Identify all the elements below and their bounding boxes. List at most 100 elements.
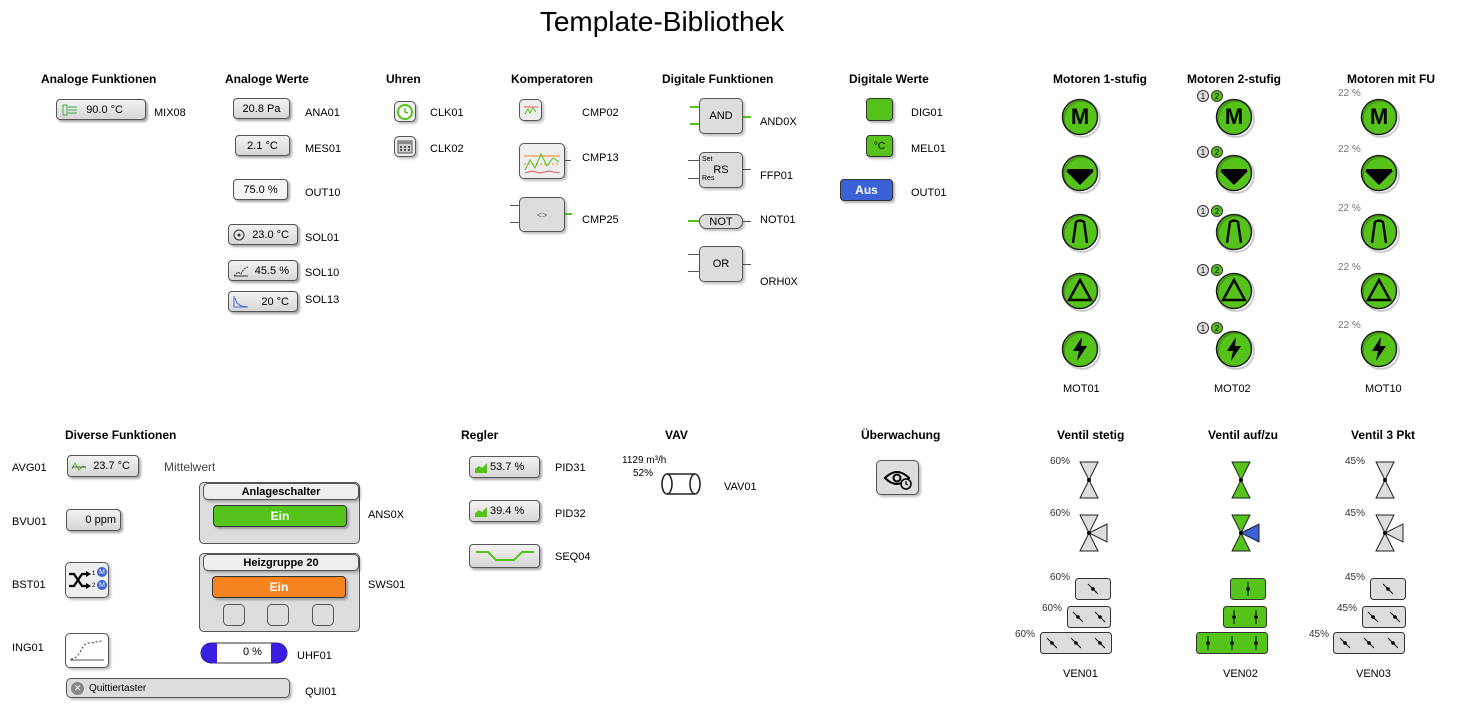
damper-aufzu-2[interactable] xyxy=(1223,606,1267,628)
or-gate-block[interactable]: OR xyxy=(699,246,743,282)
motor-3-5[interactable] xyxy=(1360,330,1400,370)
valve-3pkt-3way[interactable] xyxy=(1374,513,1408,553)
mes01-widget[interactable]: 2.1 °C xyxy=(235,135,290,156)
motor-1-2[interactable] xyxy=(1061,154,1101,194)
section-header-digitale-werte: Digitale Werte xyxy=(849,72,929,86)
damper-blades-icon xyxy=(1040,632,1112,654)
motor-3-1[interactable]: M xyxy=(1360,98,1400,138)
bvu01-widget[interactable]: 0 ppm xyxy=(66,509,121,531)
mixer-icon xyxy=(62,104,78,116)
and-gate-block[interactable]: AND xyxy=(699,98,743,134)
ans0x-label: ANS0X xyxy=(368,509,405,521)
clock-icon xyxy=(397,103,413,120)
damper-3pkt-3[interactable] xyxy=(1333,632,1405,654)
mix08-widget[interactable]: 90.0 °C xyxy=(56,99,146,120)
cmp25-input-wire-2 xyxy=(510,222,519,223)
out01-button[interactable]: Aus xyxy=(840,179,893,201)
section-header-motoren-2-stufig: Motoren 2-stufig xyxy=(1187,72,1281,86)
rs-flipflop-block[interactable]: RS Set Res xyxy=(699,152,743,188)
damper-3pkt-2[interactable] xyxy=(1362,606,1406,628)
stage-1-badge: 1 xyxy=(1197,264,1209,276)
heizgruppe-slot-2[interactable] xyxy=(267,604,289,626)
bst01-motor1-badge: M xyxy=(97,567,107,577)
sol01-value: 23.0 °C xyxy=(252,228,289,241)
three-way-valve-icon xyxy=(1079,514,1108,552)
heizgruppe-slot-3[interactable] xyxy=(312,604,334,626)
motor-3-4[interactable] xyxy=(1360,272,1400,312)
and-input-wire-1 xyxy=(690,106,699,108)
motor-2-3[interactable] xyxy=(1215,213,1255,253)
seq04-widget[interactable] xyxy=(469,544,540,568)
heizgruppe-slot-1[interactable] xyxy=(223,604,245,626)
section-header-analog-funktionen: Analoge Funktionen xyxy=(41,72,157,86)
anlageschalter-ein-button[interactable]: Ein xyxy=(213,505,347,527)
pid32-label: PID32 xyxy=(555,508,586,520)
damper-3pkt-1[interactable] xyxy=(1370,578,1406,600)
valve-aufzu-3way[interactable] xyxy=(1230,513,1264,553)
vav01-damper[interactable] xyxy=(661,472,701,496)
damper-stetig-2[interactable] xyxy=(1067,606,1111,628)
motor-1-3[interactable] xyxy=(1061,213,1101,253)
valve-stetig-3way[interactable] xyxy=(1078,513,1112,553)
damper-aufzu-3[interactable] xyxy=(1196,632,1268,654)
cmp25-block[interactable]: <> xyxy=(519,197,565,232)
not-gate-text: NOT xyxy=(709,215,733,228)
ing01-widget[interactable] xyxy=(65,633,109,668)
ven01-pct-4: 60% xyxy=(1042,603,1063,614)
pid31-widget[interactable]: 53.7 % xyxy=(469,456,540,478)
up-triangle-icon xyxy=(1061,272,1101,312)
motor-1-5[interactable] xyxy=(1061,330,1101,370)
out10-label: OUT10 xyxy=(305,187,341,199)
section-header-motoren-fu: Motoren mit FU xyxy=(1347,72,1435,86)
clk02-button[interactable] xyxy=(394,136,416,157)
damper-aufzu-1[interactable] xyxy=(1230,578,1266,600)
ueberwachung-button[interactable] xyxy=(876,460,919,495)
cmp02-button[interactable] xyxy=(519,99,542,121)
valve-3pkt-2way[interactable] xyxy=(1374,460,1396,500)
motor-3-2[interactable] xyxy=(1360,154,1400,194)
vav01-flow: 1129 m³/h xyxy=(622,455,667,466)
ffp01-label: FFP01 xyxy=(760,170,794,182)
sol10-widget[interactable]: 45.5 % xyxy=(228,260,298,281)
sol01-widget[interactable]: 23.0 °C xyxy=(228,224,298,245)
dig01-indicator[interactable] xyxy=(866,98,893,121)
motor-2-2[interactable] xyxy=(1215,154,1255,194)
not-gate-block[interactable]: NOT xyxy=(699,214,743,229)
vav-damper-icon xyxy=(661,473,701,495)
valve-stetig-2way[interactable] xyxy=(1078,460,1100,500)
uhf01-value: 0 % xyxy=(243,646,262,658)
avg01-widget[interactable]: 23.7 °C xyxy=(67,455,139,477)
motor-2-1[interactable]: M xyxy=(1215,98,1255,138)
quittiertaster-button[interactable]: ✕ Quittiertaster xyxy=(66,678,290,698)
ana01-widget[interactable]: 20.8 Pa xyxy=(233,98,290,119)
damper-stetig-1[interactable] xyxy=(1075,578,1111,600)
cmp13-button[interactable] xyxy=(519,143,565,179)
pid-area-chart-icon xyxy=(474,461,488,474)
mel01-indicator[interactable]: °C xyxy=(866,135,893,157)
motor-1-1[interactable]: M xyxy=(1061,98,1101,138)
uhf01-widget[interactable]: 0 % xyxy=(199,642,289,664)
m-letter-icon: M xyxy=(1215,98,1255,138)
motor-3-3[interactable] xyxy=(1360,213,1400,253)
damper-stetig-3[interactable] xyxy=(1040,632,1112,654)
bst01-label: BST01 xyxy=(12,579,46,591)
pid32-widget[interactable]: 39.4 % xyxy=(469,500,540,522)
mot10-label: MOT10 xyxy=(1365,383,1402,395)
motor-2-4[interactable] xyxy=(1215,272,1255,312)
section-header-ventil-stetig: Ventil stetig xyxy=(1057,428,1125,442)
m-letter-icon: M xyxy=(1061,98,1101,138)
bst01-button[interactable]: 1 2 M M xyxy=(65,562,109,598)
heizgruppe-ein-button[interactable]: Ein xyxy=(212,576,346,598)
motor-1-4[interactable] xyxy=(1061,272,1101,312)
motor-2-5[interactable] xyxy=(1215,330,1255,370)
bst01-stage2-label: 2 xyxy=(92,583,96,589)
sol10-label: SOL10 xyxy=(305,267,340,279)
svg-text:M: M xyxy=(1225,104,1243,129)
valve-aufzu-2way[interactable] xyxy=(1230,460,1252,500)
ven01-pct-1: 60% xyxy=(1050,456,1071,467)
svg-text:M: M xyxy=(1370,104,1388,129)
ven03-pct-5: 45% xyxy=(1309,629,1330,640)
clk01-button[interactable] xyxy=(394,101,416,122)
out10-widget[interactable]: 75.0 % xyxy=(233,179,288,200)
sol13-widget[interactable]: 20 °C xyxy=(228,291,298,312)
